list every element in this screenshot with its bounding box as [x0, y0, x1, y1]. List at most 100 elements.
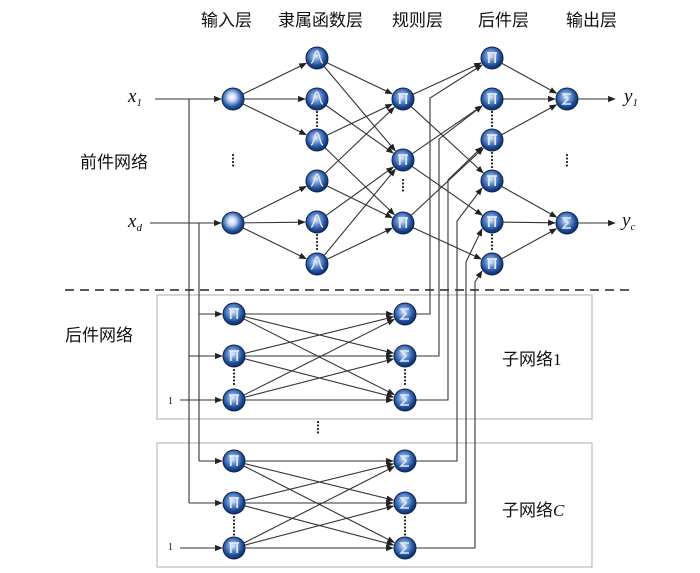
- product-icon: [229, 455, 239, 466]
- edge-mf-rule: [323, 66, 396, 152]
- edge-mf-rule: [324, 147, 395, 216]
- ellipsis-dot: [490, 121, 494, 124]
- edge-input-mf: [242, 62, 307, 95]
- input-node: [221, 87, 245, 111]
- gaussian-icon: [310, 91, 324, 105]
- node-circle: [480, 46, 504, 70]
- subnet-output-node: [393, 449, 417, 473]
- product-icon: [487, 93, 497, 104]
- layer-label-consequent: 后件层: [478, 11, 529, 31]
- subnet-output-node: [393, 302, 417, 326]
- subnet-hidden-node: [222, 536, 246, 560]
- product-icon: [229, 497, 239, 508]
- ellipsis-subnets: [316, 431, 320, 434]
- sum-icon: [399, 308, 409, 320]
- edge-rule-consequent: [412, 227, 482, 260]
- product-icon: [229, 350, 239, 361]
- ellipsis-dot: [315, 124, 319, 128]
- ellipsis-dot: [490, 162, 494, 165]
- ellipsis-subnets: [316, 427, 320, 431]
- edge-mf-rule: [326, 62, 393, 95]
- rule-node: [391, 87, 415, 111]
- ellipsis-dot: [403, 533, 407, 536]
- subnet-to-consequent-wire: [416, 270, 483, 549]
- output-label-yc: yc: [622, 210, 636, 233]
- edge-subnet-hidden-out: [244, 504, 395, 546]
- ellipsis-dot: [315, 121, 319, 124]
- ellipsis-dot: [403, 529, 407, 533]
- layer-label-input: 输入层: [201, 11, 252, 31]
- edge-mf-rule: [326, 185, 393, 219]
- sum-icon: [561, 93, 571, 105]
- node-circle: [480, 252, 504, 276]
- output-node: [555, 87, 579, 111]
- ellipsis-dot: [315, 237, 319, 240]
- ellipsis-dot: [490, 117, 494, 121]
- product-icon: [398, 154, 408, 165]
- ellipsis-dot: [403, 375, 407, 379]
- ellipsis-dot: [232, 522, 236, 526]
- ellipsis-dot: [403, 526, 407, 529]
- subnet-to-consequent-wire: [416, 64, 483, 315]
- edge-rule-consequent: [412, 62, 482, 95]
- rule-node: [391, 211, 415, 235]
- ellipsis-rules: [401, 182, 405, 185]
- node-circle: [480, 128, 504, 152]
- subnet-output-node: [393, 344, 417, 368]
- product-icon: [487, 258, 497, 269]
- ellipsis-dot: [490, 158, 494, 162]
- ellipsis-inputs: [231, 160, 235, 164]
- node-circle: [480, 87, 504, 111]
- gaussian-icon: [310, 132, 324, 146]
- ellipsis-inputs: [231, 164, 235, 167]
- subnet-output-node: [393, 536, 417, 560]
- edges: [150, 62, 616, 552]
- node-circle: [222, 344, 246, 368]
- ellipsis-dot: [403, 368, 407, 372]
- ellipsis-dot: [490, 114, 494, 117]
- subnet-1-label: 子网络1: [502, 350, 562, 370]
- subnet-to-consequent-wire: [416, 187, 483, 462]
- node-circle: [222, 449, 246, 473]
- node-circle: [222, 388, 246, 412]
- product-icon: [229, 542, 239, 553]
- product-icon: [229, 308, 239, 319]
- edge-subnet-hidden-out: [244, 357, 395, 398]
- rule-node: [391, 148, 415, 172]
- ellipsis-outputs: [565, 153, 569, 157]
- ellipsis-rules: [401, 189, 405, 192]
- node-circle: [222, 302, 246, 326]
- input-label-x1: x1: [128, 86, 142, 109]
- ellipsis-dot: [315, 117, 319, 121]
- subnet-hidden-node: [222, 491, 246, 515]
- membership-node: [305, 252, 329, 276]
- membership-node: [305, 169, 329, 193]
- product-icon: [398, 93, 408, 104]
- ellipsis-dot: [490, 247, 494, 251]
- node-circle: [391, 211, 415, 235]
- output-node: [555, 211, 579, 235]
- ellipsis-dot: [315, 110, 319, 114]
- node-circle: [221, 87, 245, 111]
- ellipsis-dot: [232, 529, 236, 533]
- ellipsis-dot: [315, 233, 319, 237]
- ellipsis-dot: [232, 519, 236, 522]
- consequent-node: [480, 87, 504, 111]
- consequent-node: [480, 210, 504, 234]
- ellipsis-dot: [490, 151, 494, 155]
- edge-input-mf: [242, 103, 307, 136]
- edge-rule-consequent: [411, 105, 483, 155]
- consequent-node: [480, 169, 504, 193]
- subnet-c-box: [156, 442, 593, 568]
- subnet-output-node: [393, 388, 417, 412]
- ellipsis-inputs: [231, 153, 235, 157]
- ellipsis-dot: [232, 526, 236, 529]
- product-icon: [229, 394, 239, 405]
- edge-subnet-hidden-out: [244, 462, 395, 501]
- product-icon: [487, 175, 497, 186]
- ellipsis-outputs: [565, 160, 569, 164]
- ellipsis-subnets: [316, 420, 320, 424]
- sum-icon: [561, 217, 571, 229]
- ellipsis-dot: [403, 515, 407, 519]
- subnet-hidden-node: [222, 344, 246, 368]
